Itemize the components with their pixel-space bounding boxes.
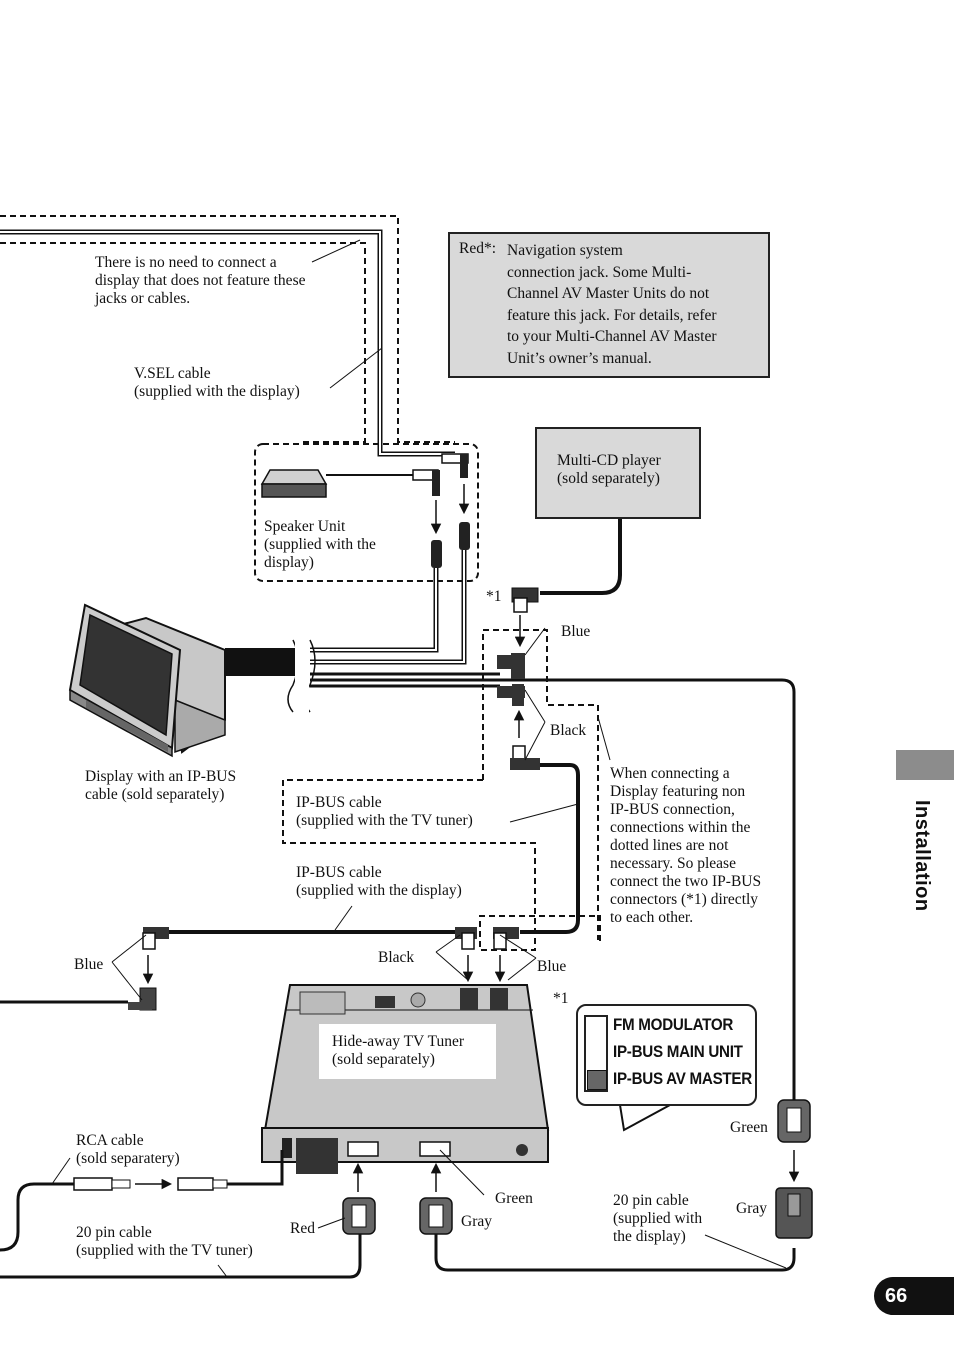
ipbus-connector-tuner-blue: [493, 927, 519, 950]
ipbus-connector-mid-blue: [497, 653, 525, 679]
note-text: Navigation system connection jack. Some …: [507, 242, 717, 367]
label-ipbus-display: IP-BUS cable (supplied with the display): [296, 864, 462, 899]
label-blue-top: Blue: [561, 623, 591, 640]
rca-plug-left: [73, 1177, 131, 1191]
label-when-connecting: When connecting a Display featuring non …: [610, 765, 762, 926]
ipbus-connector-left-low: [128, 987, 157, 1011]
label-no-need: There is no need to connect a display th…: [95, 254, 306, 307]
section-title: Installation: [911, 800, 933, 912]
display-cables-right: [310, 672, 796, 1100]
label-green-right: Green: [730, 1119, 768, 1136]
label-speaker-unit: Speaker Unit (supplied with the display): [264, 518, 376, 571]
20pin-socket-gray: [775, 1187, 813, 1239]
label-20pin-display: 20 pin cable (supplied with the display): [613, 1192, 703, 1245]
dotted-region: [282, 629, 601, 951]
label-20pin-tv: 20 pin cable (supplied with the TV tuner…: [76, 1224, 253, 1259]
ipbus-connector-cd: [511, 587, 539, 613]
label-green-bottom: Green: [495, 1190, 533, 1207]
20pin-plug-red: [342, 1197, 376, 1235]
switch-option-fm-modulator: FM MODULATOR: [613, 1016, 734, 1034]
label-blue-left: Blue: [74, 956, 104, 973]
20pin-plug-gray: [419, 1197, 453, 1235]
mode-switch-knob: [587, 1070, 607, 1090]
ipbus-connector-tuner-black: [455, 927, 477, 950]
multi-cd-box: [535, 427, 701, 519]
20pin-cable-display: [434, 1234, 796, 1272]
leader-lines: [51, 239, 787, 1278]
multi-cd-cable: [540, 519, 622, 595]
speaker-unit: [260, 469, 328, 498]
multi-cd-label: Multi-CD player (sold separately): [557, 452, 661, 487]
ipbus-cable-tv: [520, 763, 580, 934]
switch-option-ipbus-av-master: IP-BUS AV MASTER: [613, 1070, 752, 1088]
dashed-cable-top: [0, 215, 455, 443]
tv-tuner-body: [261, 984, 550, 1174]
rca-plug-right: [177, 1177, 228, 1191]
ipbus-connector-low-black: [510, 745, 540, 770]
label-black-low: Black: [378, 949, 415, 966]
note-key: Red*:: [459, 240, 497, 257]
jack-cables: [310, 550, 467, 665]
vsel-jack-plug: [441, 453, 469, 478]
label-vsel-cable: V.SEL cable (supplied with the display): [134, 365, 300, 400]
label-star1-top: *1: [486, 588, 502, 605]
speaker-dashed-box: [254, 443, 479, 582]
label-rca-cable: RCA cable (sold separatery): [76, 1132, 180, 1167]
ipbus-connector-mid-black: [497, 684, 525, 706]
rca-cable: [0, 1182, 80, 1252]
navigation-note-box: [448, 232, 770, 378]
label-black-mid: Black: [550, 722, 587, 739]
page-number: 66: [874, 1277, 954, 1315]
label-display: Display with an IP-BUS cable (sold separ…: [85, 768, 237, 803]
speaker-jack-plug: [412, 469, 440, 496]
section-tab-marker: [896, 750, 954, 780]
display-unit: [68, 603, 226, 758]
label-gray-bottom: Gray: [461, 1213, 492, 1230]
callout-tail: [618, 1104, 671, 1132]
vsel-cable-double: [0, 229, 455, 457]
ipbus-connector-left: [142, 927, 169, 950]
label-blue-right: Blue: [537, 958, 567, 975]
20pin-plug-green: [777, 1099, 811, 1143]
cable-bundle-black: [225, 648, 295, 676]
switch-option-ipbus-main-unit: IP-BUS MAIN UNIT: [613, 1043, 743, 1061]
label-red-bottom: Red: [290, 1220, 315, 1237]
label-ipbus-tv: IP-BUS cable (supplied with the TV tuner…: [296, 794, 473, 829]
label-gray-right: Gray: [736, 1200, 767, 1217]
label-star1-bottom: *1: [553, 990, 569, 1007]
tuner-label: Hide-away TV Tuner (sold separately): [319, 1024, 496, 1079]
20pin-cable-tv: [0, 1234, 362, 1279]
